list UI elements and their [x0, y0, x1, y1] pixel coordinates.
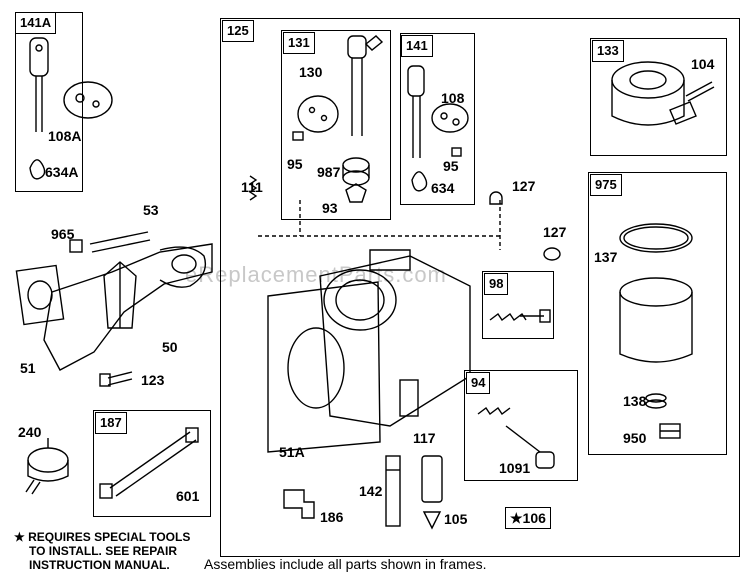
frame-187: [93, 410, 211, 517]
part-label-137: 137: [594, 249, 618, 265]
frame-tag-187: 187: [95, 412, 127, 434]
part-label-123: 123: [141, 372, 165, 388]
assemblies-footer-text: Assemblies include all parts shown in fr…: [204, 556, 487, 572]
emulsion-tube-142-drawing: [283, 455, 443, 530]
part-label-130: 130: [299, 64, 323, 80]
frame-131: [281, 30, 391, 220]
part-label-950: 950: [623, 430, 647, 446]
frame-tag-106: ★106: [505, 507, 551, 529]
misc-small-parts-drawing: [248, 175, 561, 261]
idle-screw-98-drawing: [489, 309, 551, 323]
part-label-51: 51: [20, 360, 36, 376]
part-label-127-a: 127: [512, 178, 536, 194]
frame-125: [220, 18, 740, 557]
frame-tag-98: 98: [484, 273, 509, 295]
part-label-108: 108: [441, 90, 465, 106]
special-tools-note-line1: ★ REQUIRES SPECIAL TOOLS: [14, 530, 191, 544]
frame-tag-133: 133: [592, 40, 624, 62]
frame-133: [590, 38, 727, 156]
part-label-138: 138: [623, 393, 647, 409]
part-label-142: 142: [359, 483, 383, 499]
fuel-filter-240-drawing: [25, 438, 69, 495]
part-label-95-a: 95: [287, 156, 303, 172]
frame-tag-141: 141: [401, 35, 433, 57]
part-label-634a: 634A: [45, 164, 79, 180]
part-label-127-b: 127: [543, 224, 567, 240]
part-label-95-b: 95: [443, 158, 459, 174]
part-label-93: 93: [322, 200, 338, 216]
choke-shaft-141-drawing: [407, 65, 469, 192]
mixture-needle-94-drawing: [477, 406, 555, 469]
part-label-634: 634: [431, 180, 455, 196]
part-label-240: 240: [18, 424, 42, 440]
frame-tag-131: 131: [283, 32, 315, 54]
float-bowl-975-drawing: [619, 223, 693, 439]
part-label-1091: 1091: [499, 460, 531, 476]
part-label-117: 117: [413, 430, 436, 446]
frame-tag-975: 975: [590, 174, 622, 196]
part-label-987: 987: [317, 164, 341, 180]
fuel-line-187-drawing: [99, 427, 199, 499]
part-label-105: 105: [444, 511, 468, 527]
frame-tag-141a: 141A: [15, 12, 57, 34]
frame-98: [482, 271, 554, 339]
frame-141: [400, 33, 475, 205]
part-label-601: 601: [176, 488, 200, 504]
frame-975: [588, 172, 727, 455]
part-label-104: 104: [691, 56, 715, 72]
part-label-111: 111: [241, 179, 263, 195]
part-label-50: 50: [162, 339, 178, 355]
watermark: eReplacementParts.com: [185, 262, 447, 287]
part-label-108a: 108A: [48, 128, 82, 144]
part-label-51a: 51A: [279, 444, 305, 460]
special-tools-note-line2: TO INSTALL. SEE REPAIR: [29, 544, 178, 558]
part-label-53: 53: [143, 202, 159, 218]
float-133-drawing: [611, 61, 715, 126]
throttle-shaft-131-drawing: [292, 35, 384, 203]
intake-manifold-drawing: [15, 231, 213, 387]
carburetor-body-drawing: [258, 200, 501, 453]
frame-tag-125: 125: [222, 20, 254, 42]
frame-tag-94: 94: [466, 372, 491, 394]
special-tools-note-line3: INSTRUCTION MANUAL.: [29, 558, 170, 572]
part-label-186: 186: [320, 509, 344, 525]
frame-94: [464, 370, 578, 481]
choke-lever-141a-drawing: [29, 37, 113, 180]
part-label-965: 965: [51, 226, 75, 242]
